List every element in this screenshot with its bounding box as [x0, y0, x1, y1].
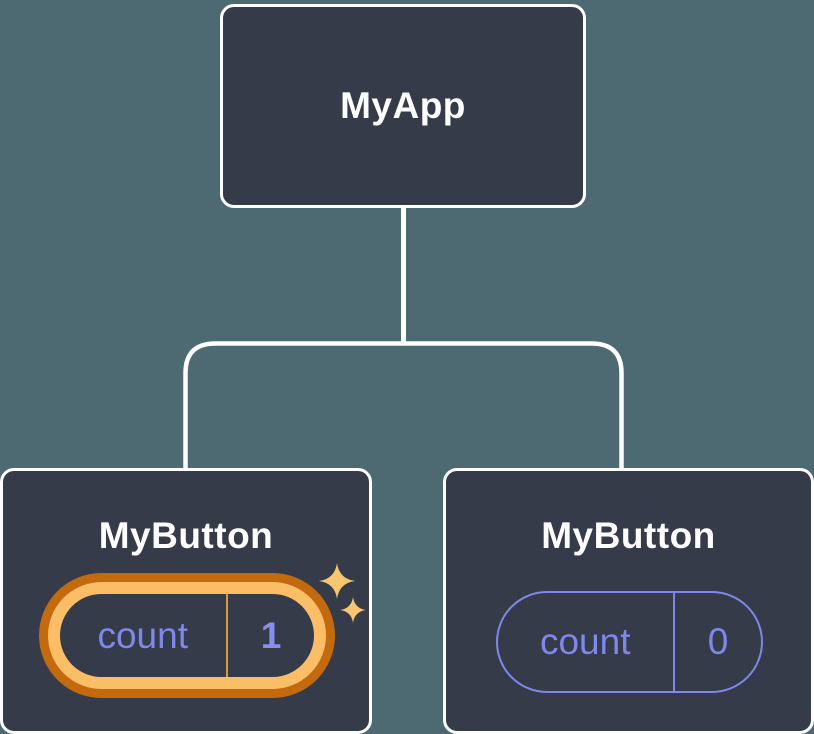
- pill-divider: [225, 594, 228, 677]
- connector-branch: [183, 341, 624, 470]
- state-pill-highlighted-inner: count 1: [60, 594, 314, 677]
- node-mybutton-1-label: MyButton: [98, 515, 274, 556]
- sparkle-icon-small: [340, 597, 366, 623]
- node-mybutton-2: MyButton count 0: [443, 468, 814, 734]
- node-myapp: MyApp: [220, 4, 586, 208]
- state-pill-highlighted: count 1: [39, 573, 335, 698]
- node-myapp-label: MyApp: [340, 85, 466, 126]
- state-pill-plain: count 0: [496, 591, 763, 693]
- node-mybutton-1: MyButton count 1: [0, 468, 372, 734]
- sparkle-icons: [319, 563, 366, 623]
- state-name-label: count: [539, 621, 631, 662]
- state-value: 1: [260, 614, 282, 656]
- sparkle-icon-large: [319, 563, 355, 599]
- pill-divider: [672, 593, 675, 691]
- node-mybutton-2-label: MyButton: [541, 515, 716, 556]
- state-name-label: count: [97, 614, 188, 656]
- state-value: 0: [707, 621, 729, 662]
